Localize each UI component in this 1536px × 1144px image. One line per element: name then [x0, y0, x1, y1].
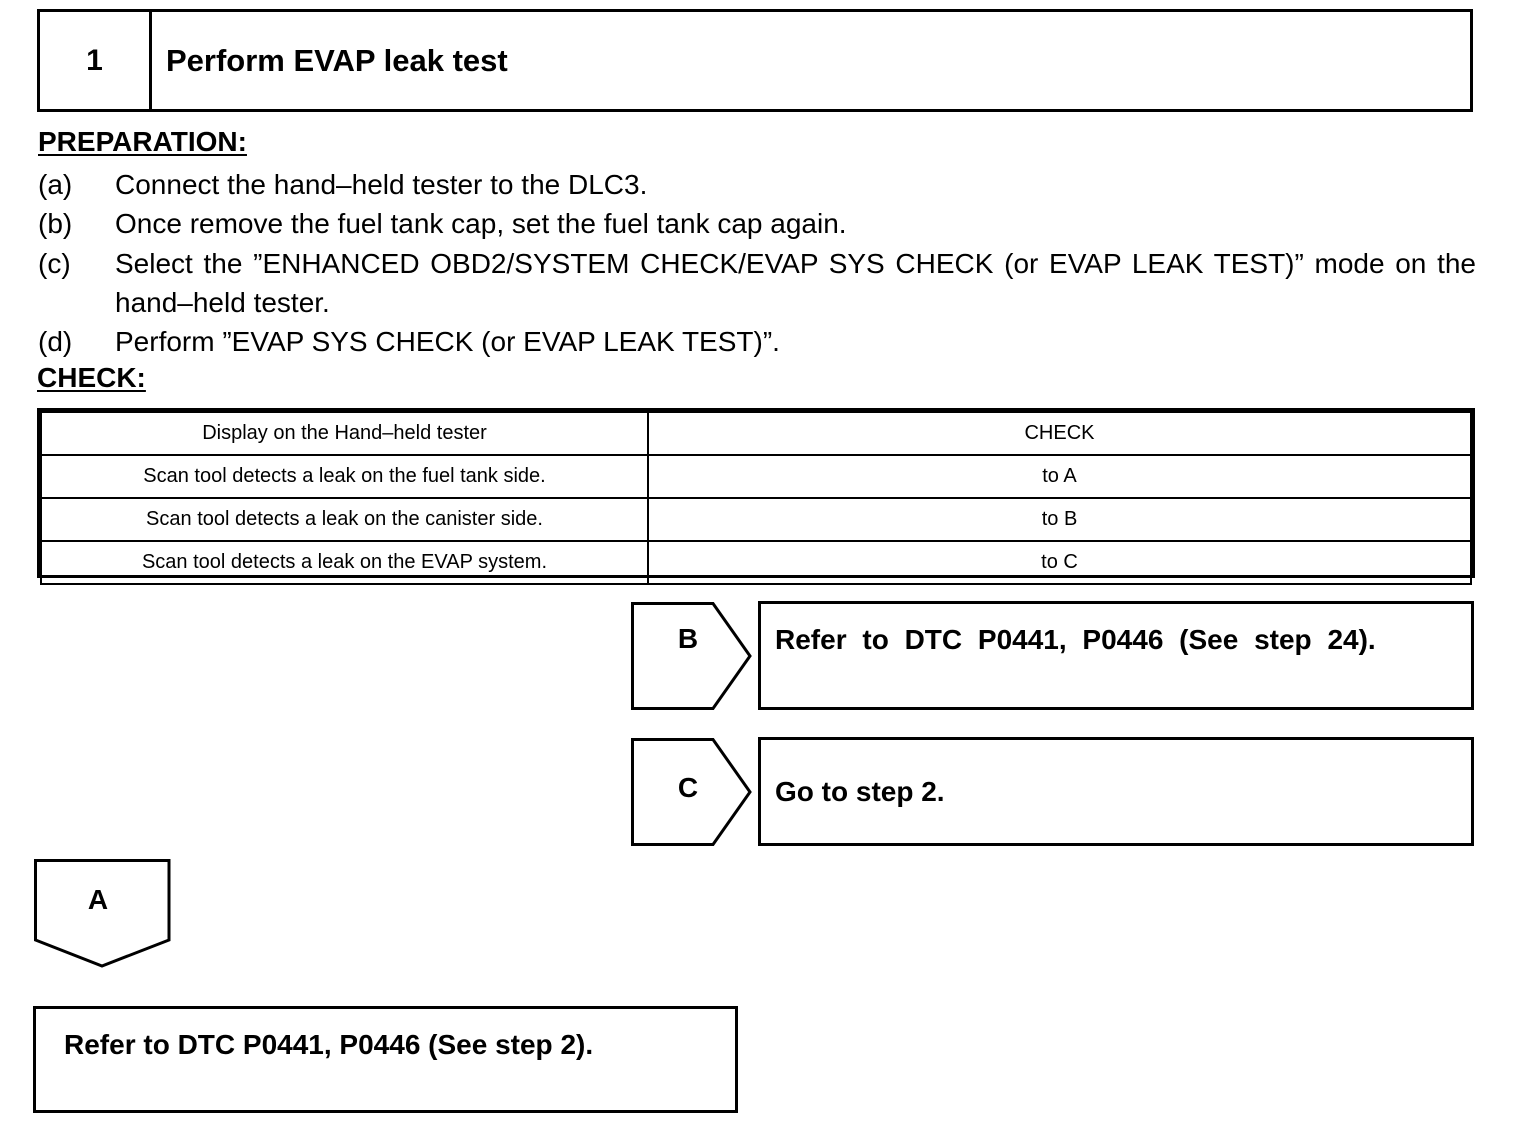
result-b-label: B [677, 623, 699, 654]
step-title: Perform EVAP leak test [166, 42, 508, 78]
prep-text: Select the ”ENHANCED OBD2/SYSTEM CHECK/E… [115, 248, 1476, 318]
prep-text: Once remove the fuel tank cap, set the f… [115, 208, 847, 239]
result-c-label: C [677, 772, 699, 803]
result-a-label: A [87, 884, 109, 915]
check-table: Display on the Hand–held tester CHECK Sc… [37, 408, 1475, 585]
result-a-box: Refer to DTC P0441, P0446 (See step 2). [33, 1006, 738, 1113]
prep-marker: (c) [38, 248, 71, 279]
prep-marker: (a) [38, 169, 73, 200]
prep-text: Perform ”EVAP SYS CHECK (or EVAP LEAK TE… [115, 326, 780, 357]
preparation-heading: PREPARATION: [38, 126, 247, 157]
result-b-box: Refer to DTC P0441, P0446 (See step 24). [758, 601, 1474, 710]
result-c-arrow [631, 738, 752, 846]
result-c-box: Go to step 2. [758, 737, 1474, 846]
table-header-cell: CHECK [647, 411, 1472, 456]
prep-marker: (d) [38, 326, 73, 357]
table-cell: Scan tool detects a leak on the canister… [40, 497, 649, 542]
table-cell: to A [647, 454, 1472, 499]
table-cell: to B [647, 497, 1472, 542]
table-cell: Scan tool detects a leak on the fuel tan… [40, 454, 649, 499]
step-header: 1 Perform EVAP leak test [37, 9, 1473, 112]
arrow-shape [631, 602, 752, 710]
check-heading: CHECK: [37, 362, 146, 393]
table-row: Scan tool detects a leak on the canister… [40, 497, 1472, 542]
table-cell: to C [647, 540, 1472, 585]
table-header-row: Display on the Hand–held tester CHECK [40, 411, 1472, 456]
result-b-text: Refer to DTC P0441, P0446 (See step 24). [775, 624, 1376, 655]
table-row: Scan tool detects a leak on the EVAP sys… [40, 540, 1472, 585]
result-a-text: Refer to DTC P0441, P0446 (See step 2). [64, 1029, 594, 1060]
arrow-shape [34, 859, 171, 968]
table-cell: Scan tool detects a leak on the EVAP sys… [40, 540, 649, 585]
result-c-text: Go to step 2. [775, 776, 945, 807]
table-row: Scan tool detects a leak on the fuel tan… [40, 454, 1472, 499]
prep-marker: (b) [38, 208, 73, 239]
result-a-arrow [34, 859, 171, 968]
arrow-shape [631, 738, 752, 846]
prep-text: Connect the hand–held tester to the DLC3… [115, 169, 648, 200]
table-header-cell: Display on the Hand–held tester [40, 411, 649, 456]
result-b-arrow [631, 602, 752, 710]
step-number: 1 [40, 12, 152, 109]
